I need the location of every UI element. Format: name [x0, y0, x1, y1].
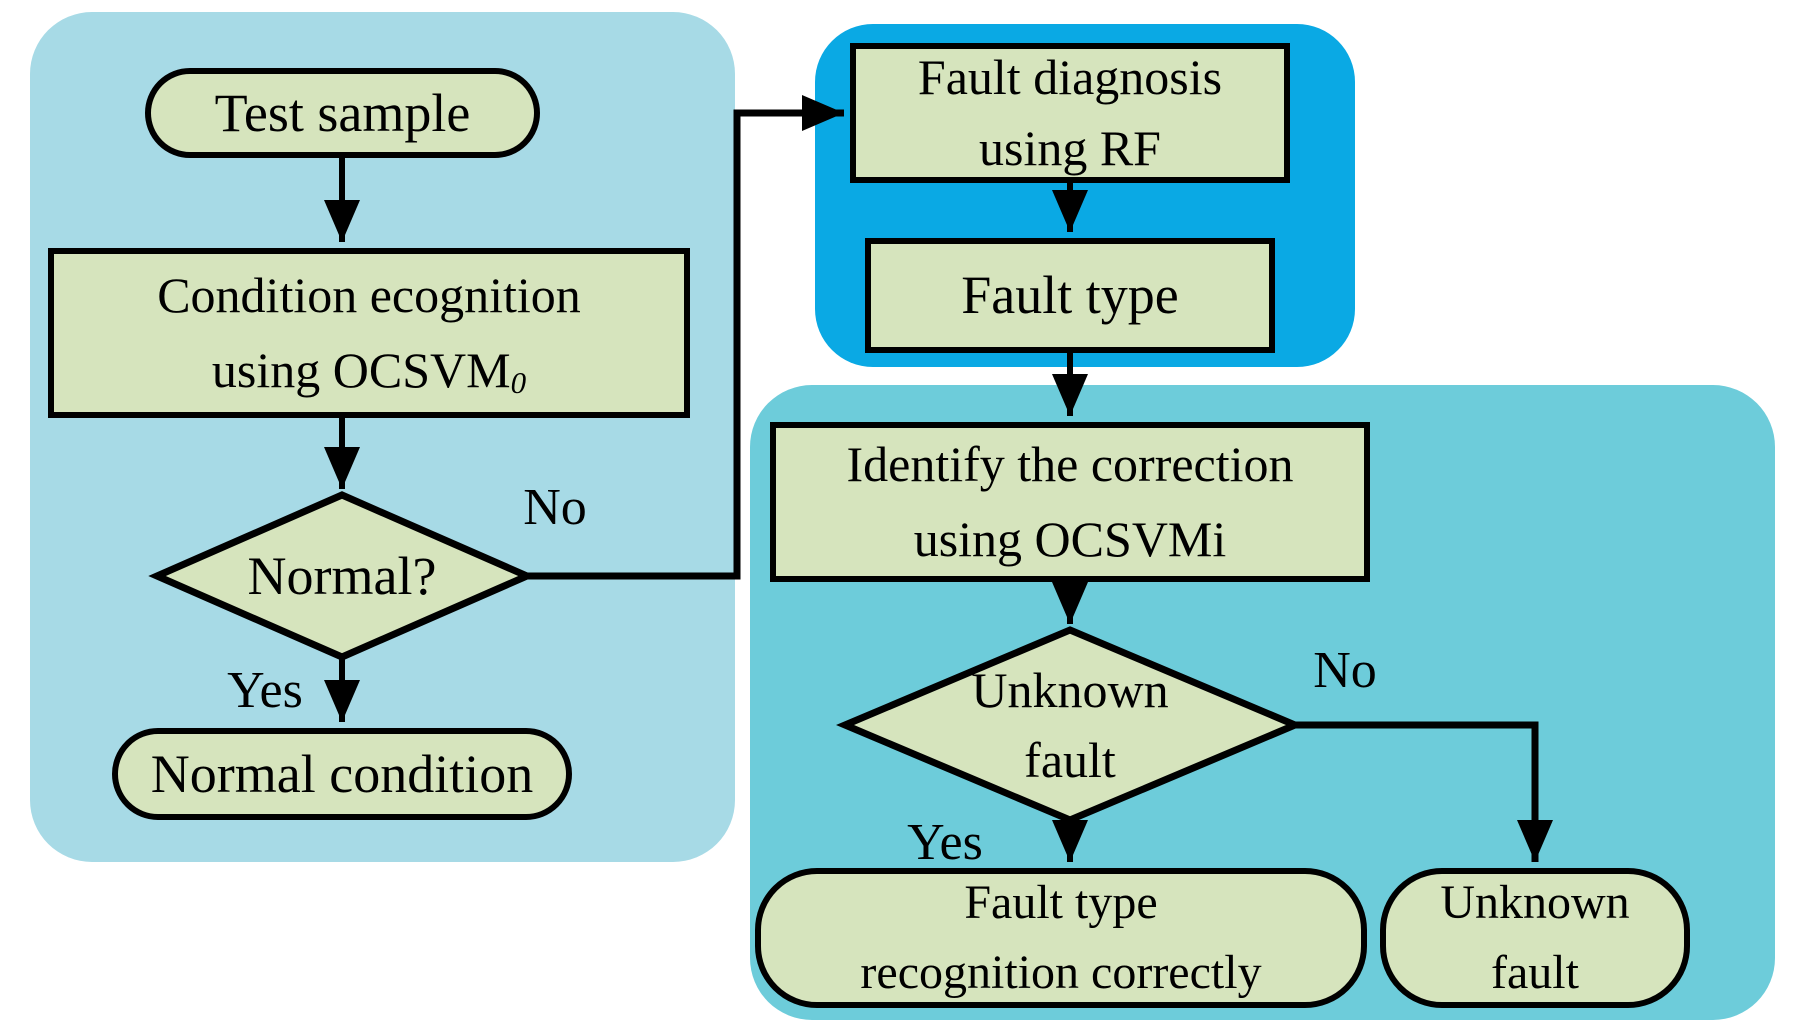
unknown-no-label: No	[1313, 641, 1377, 699]
unknown-fault-decision-label: Unknown fault	[845, 630, 1295, 820]
ocsvm-subscript: 0	[510, 364, 527, 400]
unknown-fault-result-node: Unknown fault	[1380, 868, 1690, 1008]
normal-no-label: No	[523, 478, 587, 536]
fault-type-recognition-line1: Fault type	[964, 876, 1158, 930]
identify-correction-line1: Identify the correction	[846, 436, 1294, 492]
unknown-fault-result-line1: Unknown	[1440, 876, 1630, 930]
unknown-fault-decision-diamond	[836, 626, 1304, 824]
fault-diagnosis-line2: using RF	[978, 120, 1161, 176]
unknown-fault-decision-line2: fault	[1024, 732, 1116, 788]
normal-decision-text: Normal?	[247, 545, 437, 606]
test-sample-label: Test sample	[214, 82, 471, 143]
fault-type-label: Fault type	[961, 265, 1179, 326]
normal-decision-diamond	[148, 491, 536, 661]
fault-type-recognition-line2: recognition correctly	[860, 946, 1262, 999]
normal-condition-node: Normal condition	[112, 728, 572, 820]
condition-recognition-line1: Condition ecognition	[157, 267, 581, 323]
condition-recognition-line2: using OCSVM0	[211, 342, 527, 400]
identify-correction-node: Identify the correction using OCSVMi	[770, 422, 1370, 582]
normal-condition-label: Normal condition	[150, 743, 534, 804]
fault-type-recognition-node: Fault type recognition correctly	[755, 868, 1367, 1008]
fault-type-node: Fault type	[865, 238, 1275, 353]
normal-yes-label: Yes	[227, 661, 303, 719]
unknown-fault-result-line2: fault	[1491, 946, 1579, 999]
identify-correction-line2: using OCSVMi	[913, 511, 1227, 567]
test-sample-node: Test sample	[145, 68, 540, 158]
unknown-fault-decision-line1: Unknown	[971, 662, 1169, 718]
fault-diagnosis-node: Fault diagnosis using RF	[850, 43, 1290, 183]
normal-decision-label: Normal?	[157, 495, 527, 657]
unknown-yes-label: Yes	[907, 813, 983, 871]
fault-diagnosis-line1: Fault diagnosis	[917, 49, 1223, 105]
condition-recognition-node: Condition ecognition using OCSVM0	[48, 248, 690, 418]
edge-normal-no-to-fault-diagnosis	[527, 95, 844, 580]
edge-unknown-no-to-unknown-fault	[1295, 721, 1553, 862]
